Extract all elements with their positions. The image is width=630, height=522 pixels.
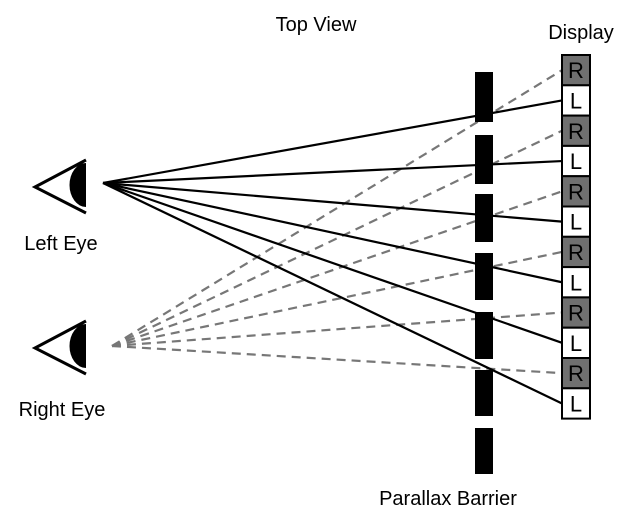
display-label: Display (548, 22, 614, 44)
display-cell-box (561, 357, 591, 390)
display-cell-left: L (561, 326, 591, 360)
display-cell-box (561, 205, 591, 238)
display-cell-label: R (568, 179, 584, 204)
display-cell-left: L (561, 266, 591, 299)
right-eye-ray (111, 311, 563, 348)
barrier-segment (475, 253, 493, 300)
display-cell-label: L (570, 149, 582, 174)
display-cell-right: R (561, 114, 591, 147)
display-cell-right: R (561, 357, 591, 390)
right-eye-ray (111, 250, 563, 348)
parallax-barrier-label: Parallax Barrier (379, 488, 517, 510)
display-cell-label: R (568, 301, 584, 326)
barrier-segment (475, 428, 493, 474)
right-eye-label: Right Eye (19, 399, 106, 421)
right-eye-icon (31, 319, 87, 376)
display-cell-label: L (570, 88, 582, 113)
display-cell-right: R (561, 54, 591, 87)
barrier-segment (475, 194, 493, 242)
display-cell-label: R (568, 58, 584, 83)
display-cell-label: L (570, 391, 582, 416)
right-eye-rays (111, 69, 563, 375)
display-cell-label: R (568, 119, 584, 144)
display-cell-label: R (568, 361, 584, 386)
barrier-segment (475, 72, 493, 122)
barrier-segment (475, 370, 493, 416)
display-cell-left: L (561, 387, 591, 420)
display-cell-label: R (568, 240, 584, 265)
display-cell-box (561, 387, 591, 420)
barrier-segment (475, 312, 493, 359)
display-cell-box (561, 54, 591, 87)
display-cell-label: L (570, 210, 582, 235)
left-eye-ray (102, 159, 563, 185)
left-eye-ray (102, 181, 563, 344)
right-eye-ray (111, 344, 563, 375)
display-cell-left: L (561, 144, 591, 178)
left-eye-label: Left Eye (24, 233, 97, 255)
left-eye-ray (102, 182, 563, 405)
display-cell-left: L (561, 84, 591, 117)
display-cell-label: L (570, 270, 582, 295)
display-cell-right: R (561, 235, 591, 269)
display-cell-box (561, 296, 591, 329)
diagram-title: Top View (276, 14, 357, 36)
barrier-segment (475, 135, 493, 184)
parallax-barrier (475, 72, 493, 474)
display-cell-right: R (561, 296, 591, 329)
display-cell-left: L (561, 205, 591, 238)
display-cell-box (561, 84, 591, 117)
right-eye-ray (111, 129, 563, 347)
left-eye-icon (31, 158, 87, 215)
display-cell-right: R (561, 175, 591, 208)
left-eye-rays (102, 99, 563, 405)
left-eye-ray (102, 181, 563, 284)
left-eye-ray (102, 99, 563, 185)
display-cell-label: L (570, 331, 582, 356)
